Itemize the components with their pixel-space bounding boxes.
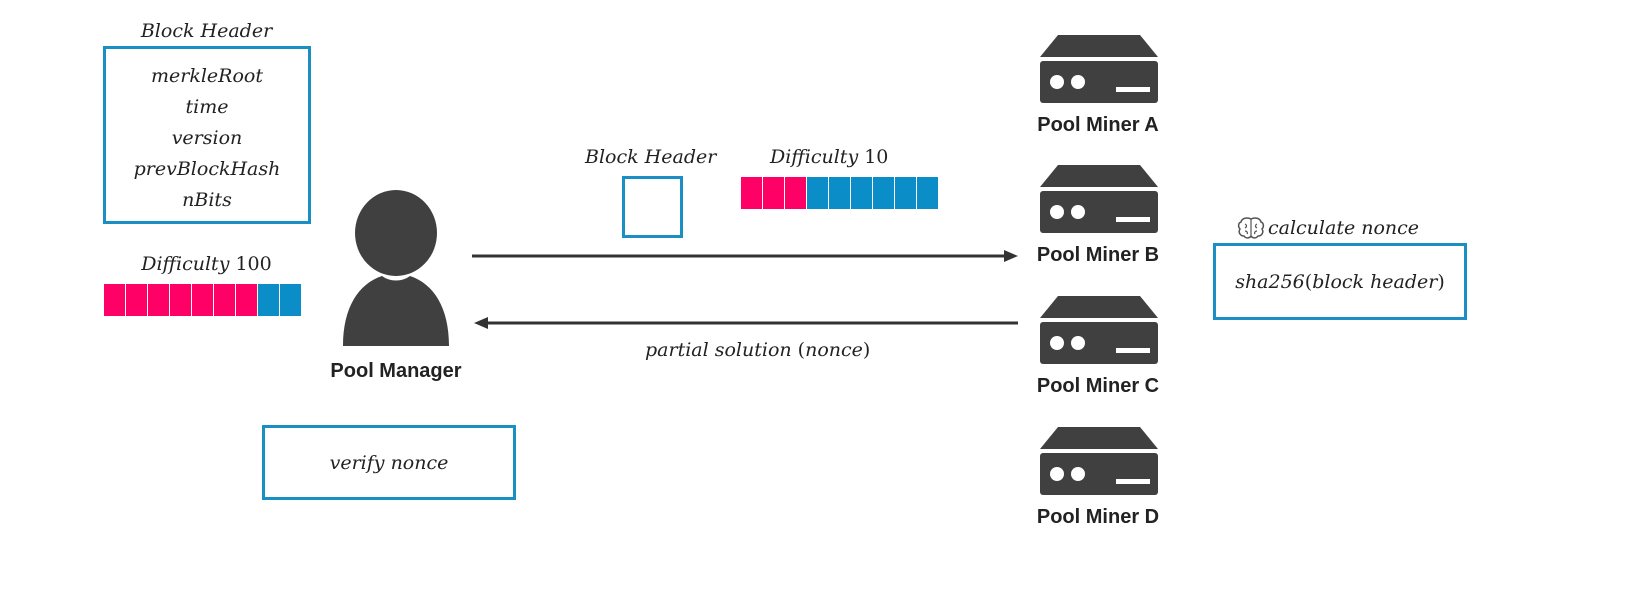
pool-miner-c-label: Pool Miner C xyxy=(1036,375,1160,397)
calculate-nonce-title: calculate nonce xyxy=(1237,216,1419,240)
difficulty-cell xyxy=(763,177,785,209)
paren-close: ) xyxy=(862,339,871,361)
paren-open: ( xyxy=(797,339,806,361)
return-arrow xyxy=(474,317,1018,329)
difficulty-cell xyxy=(236,284,258,316)
pool-miner-b-label: Pool Miner B xyxy=(1036,244,1160,266)
difficulty-cell xyxy=(258,284,280,316)
left-block-header-title: Block Header xyxy=(140,20,273,42)
brain-icon xyxy=(1237,217,1265,239)
difficulty-cell xyxy=(785,177,807,209)
pool-miner-a-label: Pool Miner A xyxy=(1037,114,1159,136)
field-prev-block-hash: prevBlockHash xyxy=(133,158,281,180)
difficulty-cell xyxy=(192,284,214,316)
difficulty-cell xyxy=(829,177,851,209)
mid-block-header-box xyxy=(622,176,683,238)
left-difficulty-value: 100 xyxy=(235,253,272,275)
difficulty-cell xyxy=(280,284,302,316)
left-difficulty-word: Difficulty xyxy=(141,253,230,275)
mid-difficulty-label: Difficulty 10 xyxy=(770,146,888,168)
left-difficulty-bar xyxy=(104,284,302,316)
server-icon xyxy=(1040,35,1158,103)
sha256-arg: block header xyxy=(1312,270,1438,293)
field-version: version xyxy=(171,127,243,149)
field-time: time xyxy=(185,96,229,118)
left-difficulty-label: Difficulty 100 xyxy=(104,253,309,275)
field-merkle-root: merkleRoot xyxy=(151,65,263,87)
block-header-fields: merkleRoot time version prevBlockHash nB… xyxy=(106,61,308,216)
left-block-header-box: merkleRoot time version prevBlockHash nB… xyxy=(103,46,311,224)
nonce-text: nonce xyxy=(805,339,863,361)
verify-nonce-text: verify nonce xyxy=(329,451,449,474)
server-icon xyxy=(1040,165,1158,233)
server-icon xyxy=(1040,296,1158,364)
send-arrow xyxy=(472,250,1018,262)
difficulty-cell xyxy=(873,177,895,209)
difficulty-cell xyxy=(148,284,170,316)
sha256-close: ) xyxy=(1437,270,1445,293)
difficulty-cell xyxy=(126,284,148,316)
field-nbits: nBits xyxy=(182,189,232,211)
difficulty-cell xyxy=(851,177,873,209)
pool-miner-d-label: Pool Miner D xyxy=(1036,506,1160,528)
mid-block-header-label: Block Header xyxy=(585,146,717,168)
difficulty-cell xyxy=(104,284,126,316)
calculate-nonce-text: calculate nonce xyxy=(1268,217,1420,239)
user-icon xyxy=(343,190,449,346)
difficulty-cell xyxy=(214,284,236,316)
verify-nonce-box: verify nonce xyxy=(262,425,516,500)
partial-solution-label: partial solution (nonce) xyxy=(645,339,870,361)
mid-difficulty-bar xyxy=(741,177,939,209)
server-icon xyxy=(1040,427,1158,495)
mid-difficulty-value: 10 xyxy=(864,146,889,168)
mid-difficulty-word: Difficulty xyxy=(770,146,859,168)
difficulty-cell xyxy=(170,284,192,316)
sha256-fn: sha256 xyxy=(1235,270,1305,293)
sha256-box: sha256(block header) xyxy=(1213,243,1467,320)
sha256-open: ( xyxy=(1304,270,1313,293)
pool-manager-label: Pool Manager xyxy=(330,360,462,382)
difficulty-cell xyxy=(917,177,939,209)
difficulty-cell xyxy=(807,177,829,209)
difficulty-cell xyxy=(741,177,763,209)
sha256-expression: sha256(block header) xyxy=(1235,271,1445,293)
difficulty-cell xyxy=(895,177,917,209)
partial-solution-text: partial solution xyxy=(645,339,792,361)
